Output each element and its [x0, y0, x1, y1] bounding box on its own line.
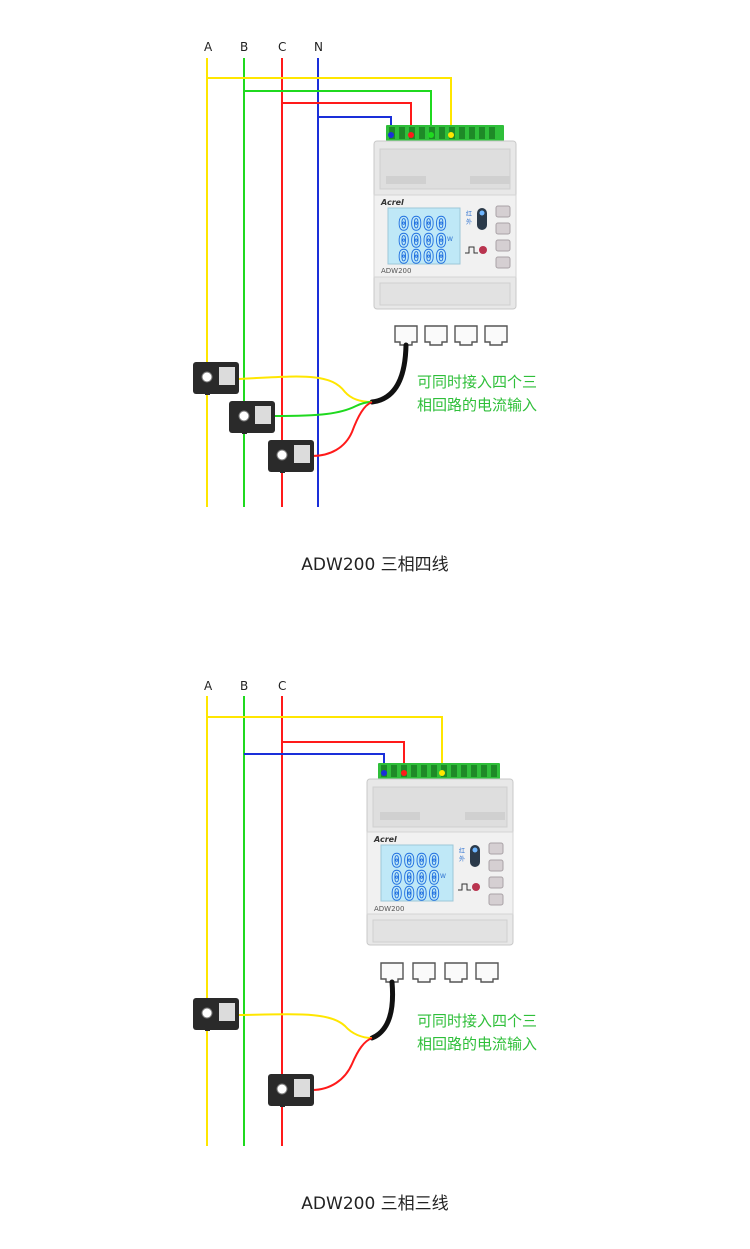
phase-label-a: A [204, 40, 213, 54]
lcd-row-1: 0000 [391, 850, 441, 872]
voltage-tap-c [282, 102, 412, 127]
meter-model: ADW200 [381, 267, 411, 275]
infrared-port [477, 208, 487, 230]
ct-lead-b [274, 401, 373, 417]
ct-input-sockets [380, 962, 499, 983]
phase-label-b: B [240, 40, 248, 54]
phase-label-c: C [278, 679, 286, 693]
diagram-caption: ADW200 三相四线 [301, 555, 448, 575]
ct-clamp-a [193, 998, 239, 1031]
voltage-tap-a [207, 716, 443, 766]
ct-cable [369, 979, 396, 1041]
meter-button-2[interactable] [488, 859, 504, 872]
ct-lead-c [311, 401, 373, 457]
lcd-row-3: 0000 [398, 246, 448, 268]
lcd-row-2: 0000 [398, 230, 448, 252]
lcd-screen [380, 844, 454, 902]
lcd-row-3: 0000 [391, 883, 441, 905]
meter-button-3[interactable] [495, 239, 511, 252]
wiring-diagram-1: A B C N Acrel 0000 00 [193, 40, 537, 575]
voltage-tap-b [244, 753, 385, 766]
meter-button-1[interactable] [495, 205, 511, 218]
ir-mark-1: 红 [459, 847, 465, 855]
phase-label-b: B [240, 679, 248, 693]
lcd-screen [387, 207, 461, 265]
phase-label-c: C [278, 40, 286, 54]
diagram-three-phase-three-wire: A B C Acrel 0000 0000 0000 W 红 外 [0, 640, 750, 1249]
voltage-tap-n [318, 116, 392, 127]
phase-label-n: N [314, 40, 323, 54]
voltage-tap-c [282, 741, 405, 766]
lcd-row-2: 0000 [391, 867, 441, 889]
brand-logo: Acrel [373, 835, 397, 844]
pulse-led [472, 883, 480, 891]
meter-button-4[interactable] [488, 893, 504, 906]
ct-clamp-a [193, 362, 239, 395]
ct-lead-a [237, 375, 373, 403]
svg-text:W: W [447, 236, 453, 243]
diagram-caption: ADW200 三相三线 [301, 1194, 448, 1214]
ct-lead-c [311, 1037, 373, 1091]
note-line-2: 相回路的电流输入 [417, 396, 537, 414]
meter-button-1[interactable] [488, 842, 504, 855]
voltage-tap-b [244, 90, 432, 127]
voltage-tap-a [207, 77, 452, 127]
pulse-icon [458, 883, 471, 891]
ct-lead-a [237, 1013, 373, 1039]
meter-adw200: Acrel 0000 0000 0000 W 红 外 ADW200 [373, 140, 517, 310]
brand-logo: Acrel [380, 198, 404, 207]
diagram-three-phase-four-wire: A B C N Acrel 0000 00 [0, 0, 750, 620]
terminal-block [378, 763, 500, 779]
ct-clamp-c [268, 440, 314, 473]
phase-label-a: A [204, 679, 213, 693]
note-line-1: 可同时接入四个三 [417, 373, 537, 391]
ct-input-sockets [394, 325, 508, 346]
ct-clamp-b [229, 401, 275, 434]
meter-button-4[interactable] [495, 256, 511, 269]
ir-mark-2: 外 [459, 855, 465, 863]
ct-clamp-c [268, 1074, 314, 1107]
meter-adw200: Acrel 0000 0000 0000 W 红 外 ADW200 [366, 778, 514, 946]
pulse-led [479, 246, 487, 254]
note-line-2: 相回路的电流输入 [417, 1035, 537, 1053]
meter-model: ADW200 [374, 905, 404, 913]
pulse-icon [465, 246, 478, 254]
infrared-port [470, 845, 480, 867]
meter-button-3[interactable] [488, 876, 504, 889]
ir-mark-2: 外 [466, 218, 472, 226]
lcd-row-1: 0000 [398, 213, 448, 235]
ir-mark-1: 红 [466, 210, 472, 218]
svg-text:W: W [440, 873, 446, 880]
meter-button-2[interactable] [495, 222, 511, 235]
terminal-block [386, 125, 504, 141]
ct-cable [369, 342, 409, 405]
note-line-1: 可同时接入四个三 [417, 1012, 537, 1030]
wiring-diagram-2: A B C Acrel 0000 0000 0000 W 红 外 [193, 679, 537, 1214]
